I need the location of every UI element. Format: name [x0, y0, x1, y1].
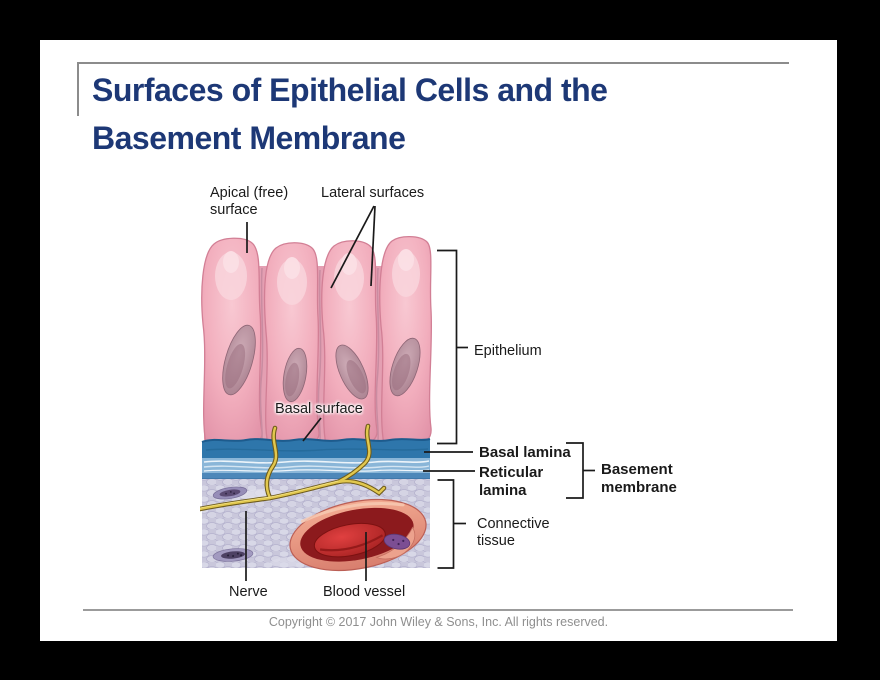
basal-lamina-band: [201, 438, 431, 458]
label-apical-surface: Apical (free) surface: [210, 185, 289, 218]
label-connective-tissue: Connective tissue: [477, 516, 550, 549]
label-basal-lamina: Basal lamina: [479, 444, 571, 461]
cell-nucleus: [222, 324, 256, 396]
label-basal-surface: Basal surface: [275, 401, 363, 417]
slide-title-line1: Surfaces of Epithelial Cells and the: [92, 72, 608, 108]
nerve-fiber: [200, 423, 387, 512]
label-nerve: Nerve: [229, 584, 268, 600]
label-lateral-surfaces: Lateral surfaces: [321, 185, 425, 201]
copyright-text: Copyright © 2017 John Wiley & Sons, Inc.…: [268, 615, 609, 629]
red-blood-cell: [313, 522, 386, 558]
title-placeholder-border-left: [77, 62, 79, 116]
reticular-lamina-band: [202, 458, 430, 480]
label-epithelium: Epithelium: [474, 343, 542, 359]
cell-nuclei: [222, 324, 421, 403]
fibroblast: [212, 548, 254, 562]
label-blood-vessel: Blood vessel: [323, 584, 406, 600]
label-reticular-lamina: Reticular lamina: [479, 464, 544, 499]
title-placeholder-border-top: [77, 62, 789, 64]
cell-nucleus: [389, 337, 421, 397]
cell-nucleus: [335, 344, 369, 400]
slide-title: Surfaces of Epithelial Cells and the Bas…: [92, 66, 732, 162]
endothelial-nucleus: [383, 533, 411, 550]
epithelium-illustration: [200, 235, 432, 572]
slide-title-line2: Basement Membrane: [92, 120, 406, 156]
label-basement-membrane: Basement membrane: [601, 461, 677, 496]
blood-vessel-illustration: [289, 498, 427, 572]
cell-nucleus: [282, 347, 308, 403]
footer-divider: [83, 609, 793, 611]
fibroblast: [212, 486, 248, 500]
